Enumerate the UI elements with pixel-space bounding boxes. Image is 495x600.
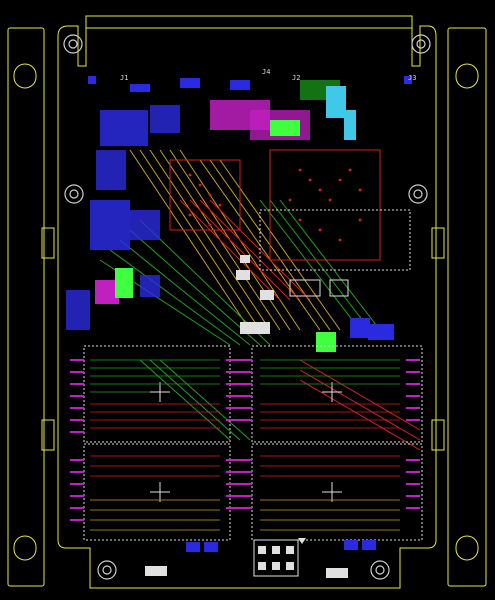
board-outline [57, 25, 437, 589]
label-j2: J2 [292, 74, 300, 82]
label-j3: J3 [408, 74, 416, 82]
memory-trace-fill [90, 359, 400, 531]
connector-header-outline [85, 15, 413, 29]
memory-pin-rows [70, 359, 420, 521]
top-routing-traces [99, 149, 421, 451]
label-j1: J1 [120, 74, 128, 82]
right-mounting-rail [431, 27, 487, 587]
left-mounting-rail [7, 27, 55, 587]
bottom-components [145, 538, 376, 578]
via-array [188, 168, 362, 242]
mounting-holes [63, 34, 431, 580]
top-connector-pads [88, 76, 412, 92]
top-component-cluster [66, 80, 411, 352]
memory-blocks [83, 345, 423, 541]
label-j4: J4 [262, 68, 270, 76]
